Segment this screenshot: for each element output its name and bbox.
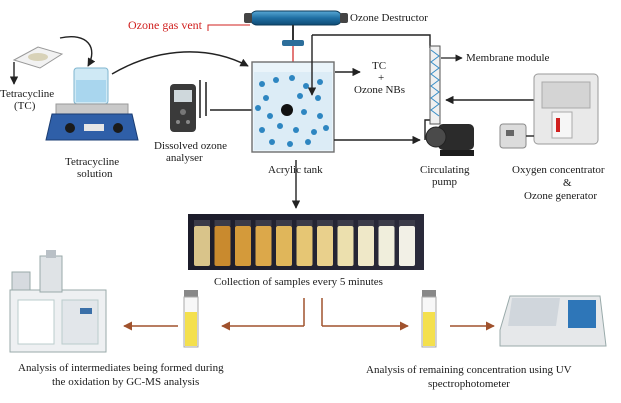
ozone-nbs-label: Ozone NBs [354,84,406,96]
ozone-bubble [263,95,269,101]
ozone-bubble [301,109,307,115]
ozone-nanobubbles [255,75,329,147]
sample-vial [235,226,251,266]
arrow-dish-to-beaker [59,36,96,67]
circulating-pump [425,124,474,156]
tc-output-label: TC [372,60,387,72]
tetracycline-label: Tetracycline [0,88,55,100]
tc-solution-label-1: Tetracycline [65,156,120,168]
uv-label-1: Analysis of remaining concentration usin… [366,364,572,376]
oxygen-amp-label: & [563,177,572,189]
ozone-bubble [267,113,273,119]
gcms-label-2: the oxidation by GC-MS analysis [52,376,200,388]
ozone-bubble [303,83,309,89]
vent-connector [207,24,304,62]
oxygen-label-1: Oxygen concentrator [512,164,605,176]
ozone-analyser [170,80,207,132]
ozone-bubble [259,127,265,133]
vial-cap [255,220,272,226]
pipe-top [312,34,431,48]
vial-cap [214,220,231,226]
sample-vial [296,226,313,266]
ozone-bubble [323,125,329,131]
arrow-beaker-to-tank [111,51,249,75]
sample-vial [276,226,292,266]
ozone-bubble [311,129,317,135]
sample-vial [317,226,333,266]
ozone-bubble [255,105,261,111]
ozone-bubble [317,79,323,85]
vial-cap [235,220,251,226]
vial-cap [317,220,333,226]
uv-label-2: spectrophotometer [428,378,510,390]
plus-label: + [378,72,385,84]
ozone-generator [499,73,599,149]
sample-vial [358,226,374,266]
ozone-bubble [277,123,283,129]
ozone-bubble [287,141,293,147]
vial-cap [378,220,395,226]
ozone-bubble [305,139,311,145]
vial-cap [399,220,415,226]
sample-vial [378,226,395,266]
sample-vial [399,226,415,266]
gc-ms-instrument [9,250,107,353]
ozone-bubble [273,77,279,83]
ozone-bubble [269,139,275,145]
sample-vial [214,226,231,266]
ozone-bubble [293,127,299,133]
samples-photo [188,214,424,270]
gcms-label-1: Analysis of intermediates being formed d… [18,362,224,374]
analyser-label-1: Dissolved ozone [154,140,228,152]
analyser-label-2: analyser [166,152,203,164]
oxygen-label-2: Ozone generator [524,190,597,202]
vial-cap [337,220,354,226]
ozone-bubble [259,81,265,87]
vial-cap [194,220,210,226]
ozone-gas-vent-label: Ozone gas vent [128,18,202,32]
membrane-module-label: Membrane module [466,52,550,64]
gc-sample-vial [183,290,199,348]
vial-cap [296,220,313,226]
pump-label-1: Circulating [420,164,470,176]
tetracycline-dish [12,46,64,69]
acrylic-tank-label: Acrylic tank [268,164,323,176]
tc-solution-label-2: solution [77,168,113,180]
sample-vial [337,226,354,266]
hotplate-with-beaker [45,67,139,141]
vial-cap [276,220,292,226]
collection-label: Collection of samples every 5 minutes [214,276,383,288]
ozone-destructor-label: Ozone Destructor [350,12,428,24]
uv-spectrophotometer [499,295,607,347]
membrane-module [429,45,441,125]
ozone-bubble [317,113,323,119]
pump-label-2: pump [432,176,458,188]
ozone-bubble [297,93,303,99]
ozone-destructor [244,10,348,26]
sample-vial [255,226,272,266]
tc-abbrev-label: (TC) [14,100,36,112]
vial-cap [358,220,374,226]
uv-sample-vial [421,290,437,348]
probe-tip [281,104,293,116]
ozone-bubble [315,95,321,101]
ozone-bubble [289,75,295,81]
sample-vial [194,226,210,266]
